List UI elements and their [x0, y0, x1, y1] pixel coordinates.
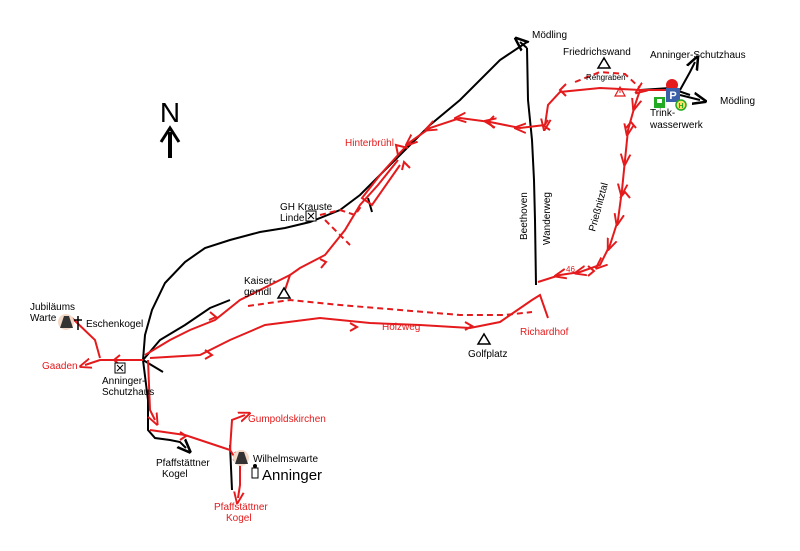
route-arrow	[558, 83, 567, 97]
label-wilhelmswarte: Wilhelmswarte	[253, 454, 318, 465]
label-pfaffstaettner-red-2: Kogel	[226, 513, 252, 524]
route-down-gumpold	[147, 359, 155, 420]
cross-icon	[74, 316, 82, 330]
route-arrow	[208, 311, 218, 321]
route-trinkwasserwerk-to-prissnitz	[537, 90, 670, 283]
label-anninger-schutzhaus-top: Anninger-Schutzhaus	[650, 50, 746, 61]
route-hinterbruehl-spur	[394, 143, 409, 156]
path-schutzhaus-top	[679, 62, 695, 91]
route-to-kaisergemdl	[284, 159, 399, 291]
label-hinterbruehl: Hinterbrühl	[345, 138, 394, 149]
path-anninger-lower	[142, 359, 186, 448]
label-trinkwasserwerk-1: Trink-	[650, 108, 675, 119]
restaurant-krauste	[305, 210, 317, 222]
label-priessnitztal: Prießnitztal	[587, 182, 611, 233]
route-arrow	[349, 322, 360, 332]
label-eschenkogel: Eschenkogel	[86, 319, 143, 330]
label-pfaffstaettner-1: Pfaffstättner	[156, 458, 210, 469]
ridge-path-main	[142, 41, 528, 361]
bus-stop-icon: H	[675, 99, 687, 111]
route-arrow	[204, 349, 214, 360]
label-jubilaeums-2: Warte	[30, 313, 57, 324]
route-arrow	[486, 115, 495, 129]
label-beethoven: Beethoven	[519, 192, 530, 240]
summit-friedrichswand	[596, 56, 612, 69]
label-kaisergemdl-1: Kaiser-	[244, 276, 276, 287]
restaurant-icon	[114, 210, 317, 374]
dashed-kaiser-richardhof	[247, 298, 533, 316]
label-wanderweg: Wanderweg	[542, 192, 553, 245]
route-krauste-loop	[360, 154, 401, 207]
label-gaaden: Gaaden	[42, 361, 78, 372]
tram-icon	[654, 97, 665, 108]
path-to-moedling-top	[520, 42, 527, 48]
summit-anninger-icon	[251, 464, 259, 479]
route-gumpold-link	[149, 415, 245, 452]
dashed-route	[247, 70, 641, 316]
restaurant-schutzhaus	[114, 362, 126, 374]
path-moedling-right	[679, 95, 700, 100]
label-holzweg: Holzweg	[382, 322, 420, 333]
route-rehgraben-loop	[545, 86, 641, 125]
path-krauste-stub	[367, 197, 373, 213]
svg-text:H: H	[678, 103, 683, 110]
label-pfaffstaettner-2: Kogel	[162, 469, 188, 480]
label-richardhof: Richardhof	[520, 327, 569, 338]
path-gaaden-stub	[142, 359, 164, 373]
label-moedling-right: Mödling	[720, 96, 755, 107]
route-arrow	[319, 258, 328, 269]
label-moedling-top: Mödling	[532, 30, 567, 41]
summit-kaisergemdl	[276, 286, 292, 299]
tower-wilhelm	[233, 450, 249, 466]
tower-jubilaeum	[58, 314, 74, 330]
other-paths	[142, 41, 700, 491]
label-jubilaeums-1: Jubiläums	[30, 302, 75, 313]
route-to-hinterbruehl	[397, 118, 546, 156]
label-friedrichswand: Friedrichswand	[563, 47, 631, 58]
label-gh-krauste-1: GH Krauste	[280, 202, 333, 213]
route-arrow	[401, 160, 411, 171]
route-arrow	[587, 265, 596, 277]
parking-icon: P	[666, 88, 680, 102]
main-route	[71, 86, 670, 498]
route-arrow	[619, 190, 631, 199]
route-kaiser-down	[144, 274, 291, 356]
lookout-tower-icon	[58, 314, 249, 466]
route-arrow	[464, 321, 475, 331]
north-arrow-icon	[159, 125, 181, 158]
beethoven-wanderweg-path	[526, 47, 537, 286]
svg-text:P: P	[669, 90, 676, 102]
dashed-rehgraben	[574, 70, 641, 89]
route-jubilaeum	[71, 317, 101, 359]
route-arrow	[179, 431, 188, 441]
route-arrow	[542, 119, 551, 131]
north-label: N	[160, 97, 180, 128]
path-pfaff-right	[229, 444, 233, 491]
summit-golfplatz	[476, 332, 492, 345]
route-gaaden	[85, 360, 143, 365]
label-anninger-schutzhaus-2: Schutzhaus	[102, 387, 154, 398]
label-trail-46: 46	[566, 265, 575, 274]
label-rehgraben: Rehgraben	[586, 73, 626, 82]
route-arrow	[625, 120, 637, 129]
dashed-krauste	[319, 204, 363, 246]
label-kaisergemdl-2: gemdl	[244, 287, 271, 298]
path-eschenkogel-link	[142, 299, 231, 361]
label-trinkwasserwerk-2: wasserwerk	[649, 120, 704, 131]
label-gumpoldskirchen: Gumpoldskirchen	[248, 414, 326, 425]
label-anninger-schutzhaus-1: Anninger-	[102, 376, 145, 387]
label-anninger: Anninger	[262, 467, 322, 484]
summit-triangle-icon	[276, 56, 612, 345]
route-to-richardhof	[149, 293, 549, 359]
label-gh-krauste-2: Linde	[280, 213, 305, 224]
label-pfaffstaettner-red-1: Pfaffstättner	[214, 502, 268, 513]
label-golfplatz: Golfplatz	[468, 349, 507, 360]
warning-icon	[613, 85, 627, 97]
